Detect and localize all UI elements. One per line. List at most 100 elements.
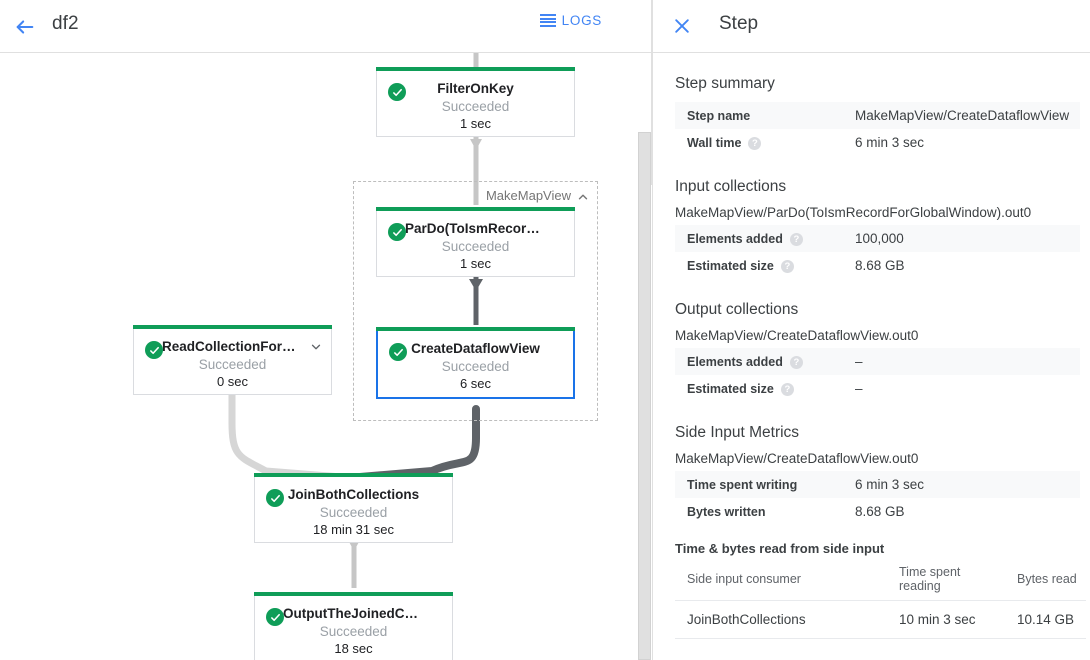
node-duration: 18 min 31 sec (313, 522, 394, 537)
node-status: Succeeded (198, 357, 267, 372)
graph-edge-layer (226, 53, 483, 588)
graph-scrollbar[interactable] (637, 53, 652, 660)
node-duration: 1 sec (459, 116, 492, 131)
step-details-pane: Step Step summary Step name MakeMapView/… (653, 0, 1090, 660)
table-row: Time spent writing 6 min 3 sec (675, 471, 1080, 498)
row-key: Estimated size? (675, 375, 843, 402)
row-key: Elements added? (675, 225, 843, 252)
row-key: Elements added? (675, 348, 843, 375)
chevron-down-icon[interactable] (309, 340, 323, 354)
cell-side-input-consumer: JoinBothCollections (675, 600, 887, 639)
graph-node-pardo-toismrecord[interactable]: ParDo(ToIsmRecordFor… Succeeded 1 sec (376, 207, 575, 277)
page-title: df2 (52, 13, 79, 34)
row-value: MakeMapView/CreateDataflowView (855, 108, 1070, 123)
node-status: Succeeded (441, 99, 510, 114)
row-key-label: Bytes written (687, 504, 766, 519)
help-icon[interactable]: ? (780, 382, 794, 396)
back-arrow-icon[interactable] (8, 10, 42, 44)
node-status-bar (376, 327, 575, 331)
section-heading-side-input-metrics: Side Input Metrics (675, 424, 800, 441)
graph-node-createdataflowview[interactable]: CreateDataflowView Succeeded 6 sec (376, 327, 575, 399)
step-panel-body: Step summary Step name MakeMapView/Creat… (653, 53, 1090, 660)
logs-button-label: LOGS (561, 13, 602, 28)
job-graph-canvas[interactable]: MakeMapView FilterOnKey Succeeded 1 sec (0, 53, 652, 660)
help-icon[interactable]: ? (789, 232, 803, 246)
job-graph-pane: df2 LOGS (0, 0, 652, 660)
cell-bytes-read: 10.14 GB (1005, 600, 1086, 639)
table-row: Estimated size? 8.68 GB (675, 252, 1080, 279)
success-check-icon (388, 223, 406, 241)
node-title: JoinBothCollections (287, 487, 420, 502)
help-icon[interactable]: ? (780, 259, 794, 273)
row-key-label: Wall time (687, 135, 742, 150)
success-check-icon (389, 343, 407, 361)
node-title: ReadCollectionForJoin (162, 339, 310, 354)
output-collections-table: Elements added? – Estimated size? – (675, 348, 1080, 402)
pane-split-line (651, 0, 652, 185)
node-status: Succeeded (319, 505, 388, 520)
logs-button[interactable]: LOGS (539, 13, 602, 28)
column-header-side-input-consumer: Side input consumer (675, 558, 887, 601)
right-pane-divider (652, 0, 653, 660)
node-status: Succeeded (319, 624, 388, 639)
row-key: Estimated size? (675, 252, 843, 279)
cell-time-spent-reading: 10 min 3 sec (887, 600, 1005, 639)
hamburger-logs-icon (539, 14, 556, 27)
side-input-read-title: Time & bytes read from side input (675, 541, 885, 556)
close-x-icon[interactable] (668, 12, 696, 40)
side-input-collection-name: MakeMapView/CreateDataflowView.out0 (675, 451, 919, 466)
help-icon[interactable]: ? (789, 355, 803, 369)
step-summary-table: Step name MakeMapView/CreateDataflowView… (675, 102, 1080, 156)
success-check-icon (388, 83, 406, 101)
row-key-label: Step name (687, 108, 751, 123)
chevron-up-icon[interactable] (576, 190, 590, 204)
row-key-label: Time spent writing (687, 477, 798, 492)
success-check-icon (266, 489, 284, 507)
node-title: OutputTheJoinedCollec… (283, 606, 449, 621)
input-collection-name: MakeMapView/ParDo(ToIsmRecordForGlobalWi… (675, 205, 1032, 220)
row-key: Time spent writing (675, 471, 843, 498)
table-row: Step name MakeMapView/CreateDataflowView (675, 102, 1080, 129)
node-duration: 18 sec (334, 641, 373, 656)
row-value: 6 min 3 sec (855, 477, 925, 492)
group-label: MakeMapView (485, 188, 571, 203)
column-header-time-spent-reading: Time spent reading (887, 558, 1005, 601)
node-status-bar (254, 592, 453, 596)
graph-node-joinbothcollections[interactable]: JoinBothCollections Succeeded 18 min 31 … (254, 473, 453, 543)
node-status-bar (376, 67, 575, 71)
table-row: Bytes written 8.68 GB (675, 498, 1080, 525)
section-heading-step-summary: Step summary (675, 75, 775, 92)
graph-node-filteronkey[interactable]: FilterOnKey Succeeded 1 sec (376, 67, 575, 137)
row-key-label: Elements added (687, 354, 783, 369)
node-title: ParDo(ToIsmRecordFor… (405, 221, 570, 236)
graph-group-makemapview[interactable]: MakeMapView (353, 181, 598, 421)
success-check-icon (266, 608, 284, 626)
node-status-bar (133, 325, 332, 329)
top-toolbar: df2 LOGS (0, 0, 652, 53)
section-heading-output-collections: Output collections (675, 301, 799, 318)
row-value: 6 min 3 sec (855, 135, 925, 150)
row-key: Bytes written (675, 498, 843, 525)
row-key: Step name (675, 102, 843, 129)
output-collection-name: MakeMapView/CreateDataflowView.out0 (675, 328, 919, 343)
table-row: Elements added? 100,000 (675, 225, 1080, 252)
side-input-metrics-table: Time spent writing 6 min 3 sec Bytes wri… (675, 471, 1080, 525)
input-collections-table: Elements added? 100,000 Estimated size? … (675, 225, 1080, 279)
step-panel-title: Step (719, 13, 759, 34)
table-header-row: Side input consumer Time spent reading B… (675, 558, 1086, 601)
row-value: 8.68 GB (855, 504, 905, 519)
graph-node-readcollectionforjoin[interactable]: ReadCollectionForJoin Succeeded 0 sec (133, 325, 332, 395)
row-key-label: Estimated size (687, 381, 774, 396)
table-row: Estimated size? – (675, 375, 1080, 402)
graph-scrollbar-thumb[interactable] (638, 132, 651, 660)
row-value: 100,000 (855, 231, 904, 246)
graph-node-outputthejoinedcollection[interactable]: OutputTheJoinedCollec… Succeeded 18 sec (254, 592, 453, 660)
table-row: Wall time? 6 min 3 sec (675, 129, 1080, 156)
row-value: 8.68 GB (855, 258, 905, 273)
table-row: JoinBothCollections 10 min 3 sec 10.14 G… (675, 600, 1086, 639)
row-value: – (855, 354, 863, 369)
node-duration: 1 sec (459, 256, 492, 271)
help-icon[interactable]: ? (748, 136, 762, 150)
node-status: Succeeded (441, 239, 510, 254)
